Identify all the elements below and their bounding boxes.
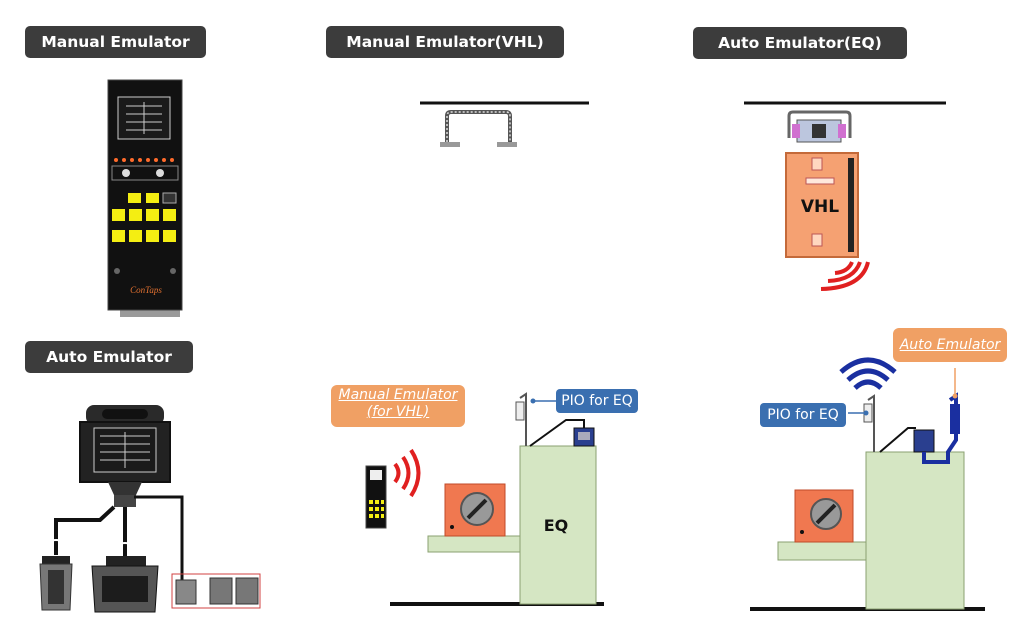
callout-auto-emulator: Auto Emulator (893, 328, 1007, 362)
signal-waves-red-top (820, 261, 870, 291)
vhl-rail-hanger (420, 101, 589, 147)
vhl-label: VHL (801, 197, 839, 217)
title-auto-emulator: Auto Emulator (25, 341, 193, 373)
vhl-vehicle (744, 101, 946, 258)
manual-emulator-device (107, 79, 183, 317)
title-manual-emulator-vhl: Manual Emulator(VHL) (326, 26, 564, 58)
device-brand-label: ConTaps (130, 285, 162, 295)
title-manual-emulator: Manual Emulator (25, 26, 206, 58)
callout-manual-emulator-vhl: Manual Emulator (for VHL) (331, 385, 465, 427)
title-auto-emulator-eq: Auto Emulator(EQ) (693, 27, 907, 59)
auto-emulator-device (39, 405, 261, 613)
auto-scene (750, 357, 985, 611)
manual-scene (365, 392, 604, 606)
eq-label: EQ (544, 516, 569, 535)
pio-label-auto-scene: PIO for EQ (760, 403, 846, 427)
pio-label-manual-scene: PIO for EQ (556, 389, 638, 413)
